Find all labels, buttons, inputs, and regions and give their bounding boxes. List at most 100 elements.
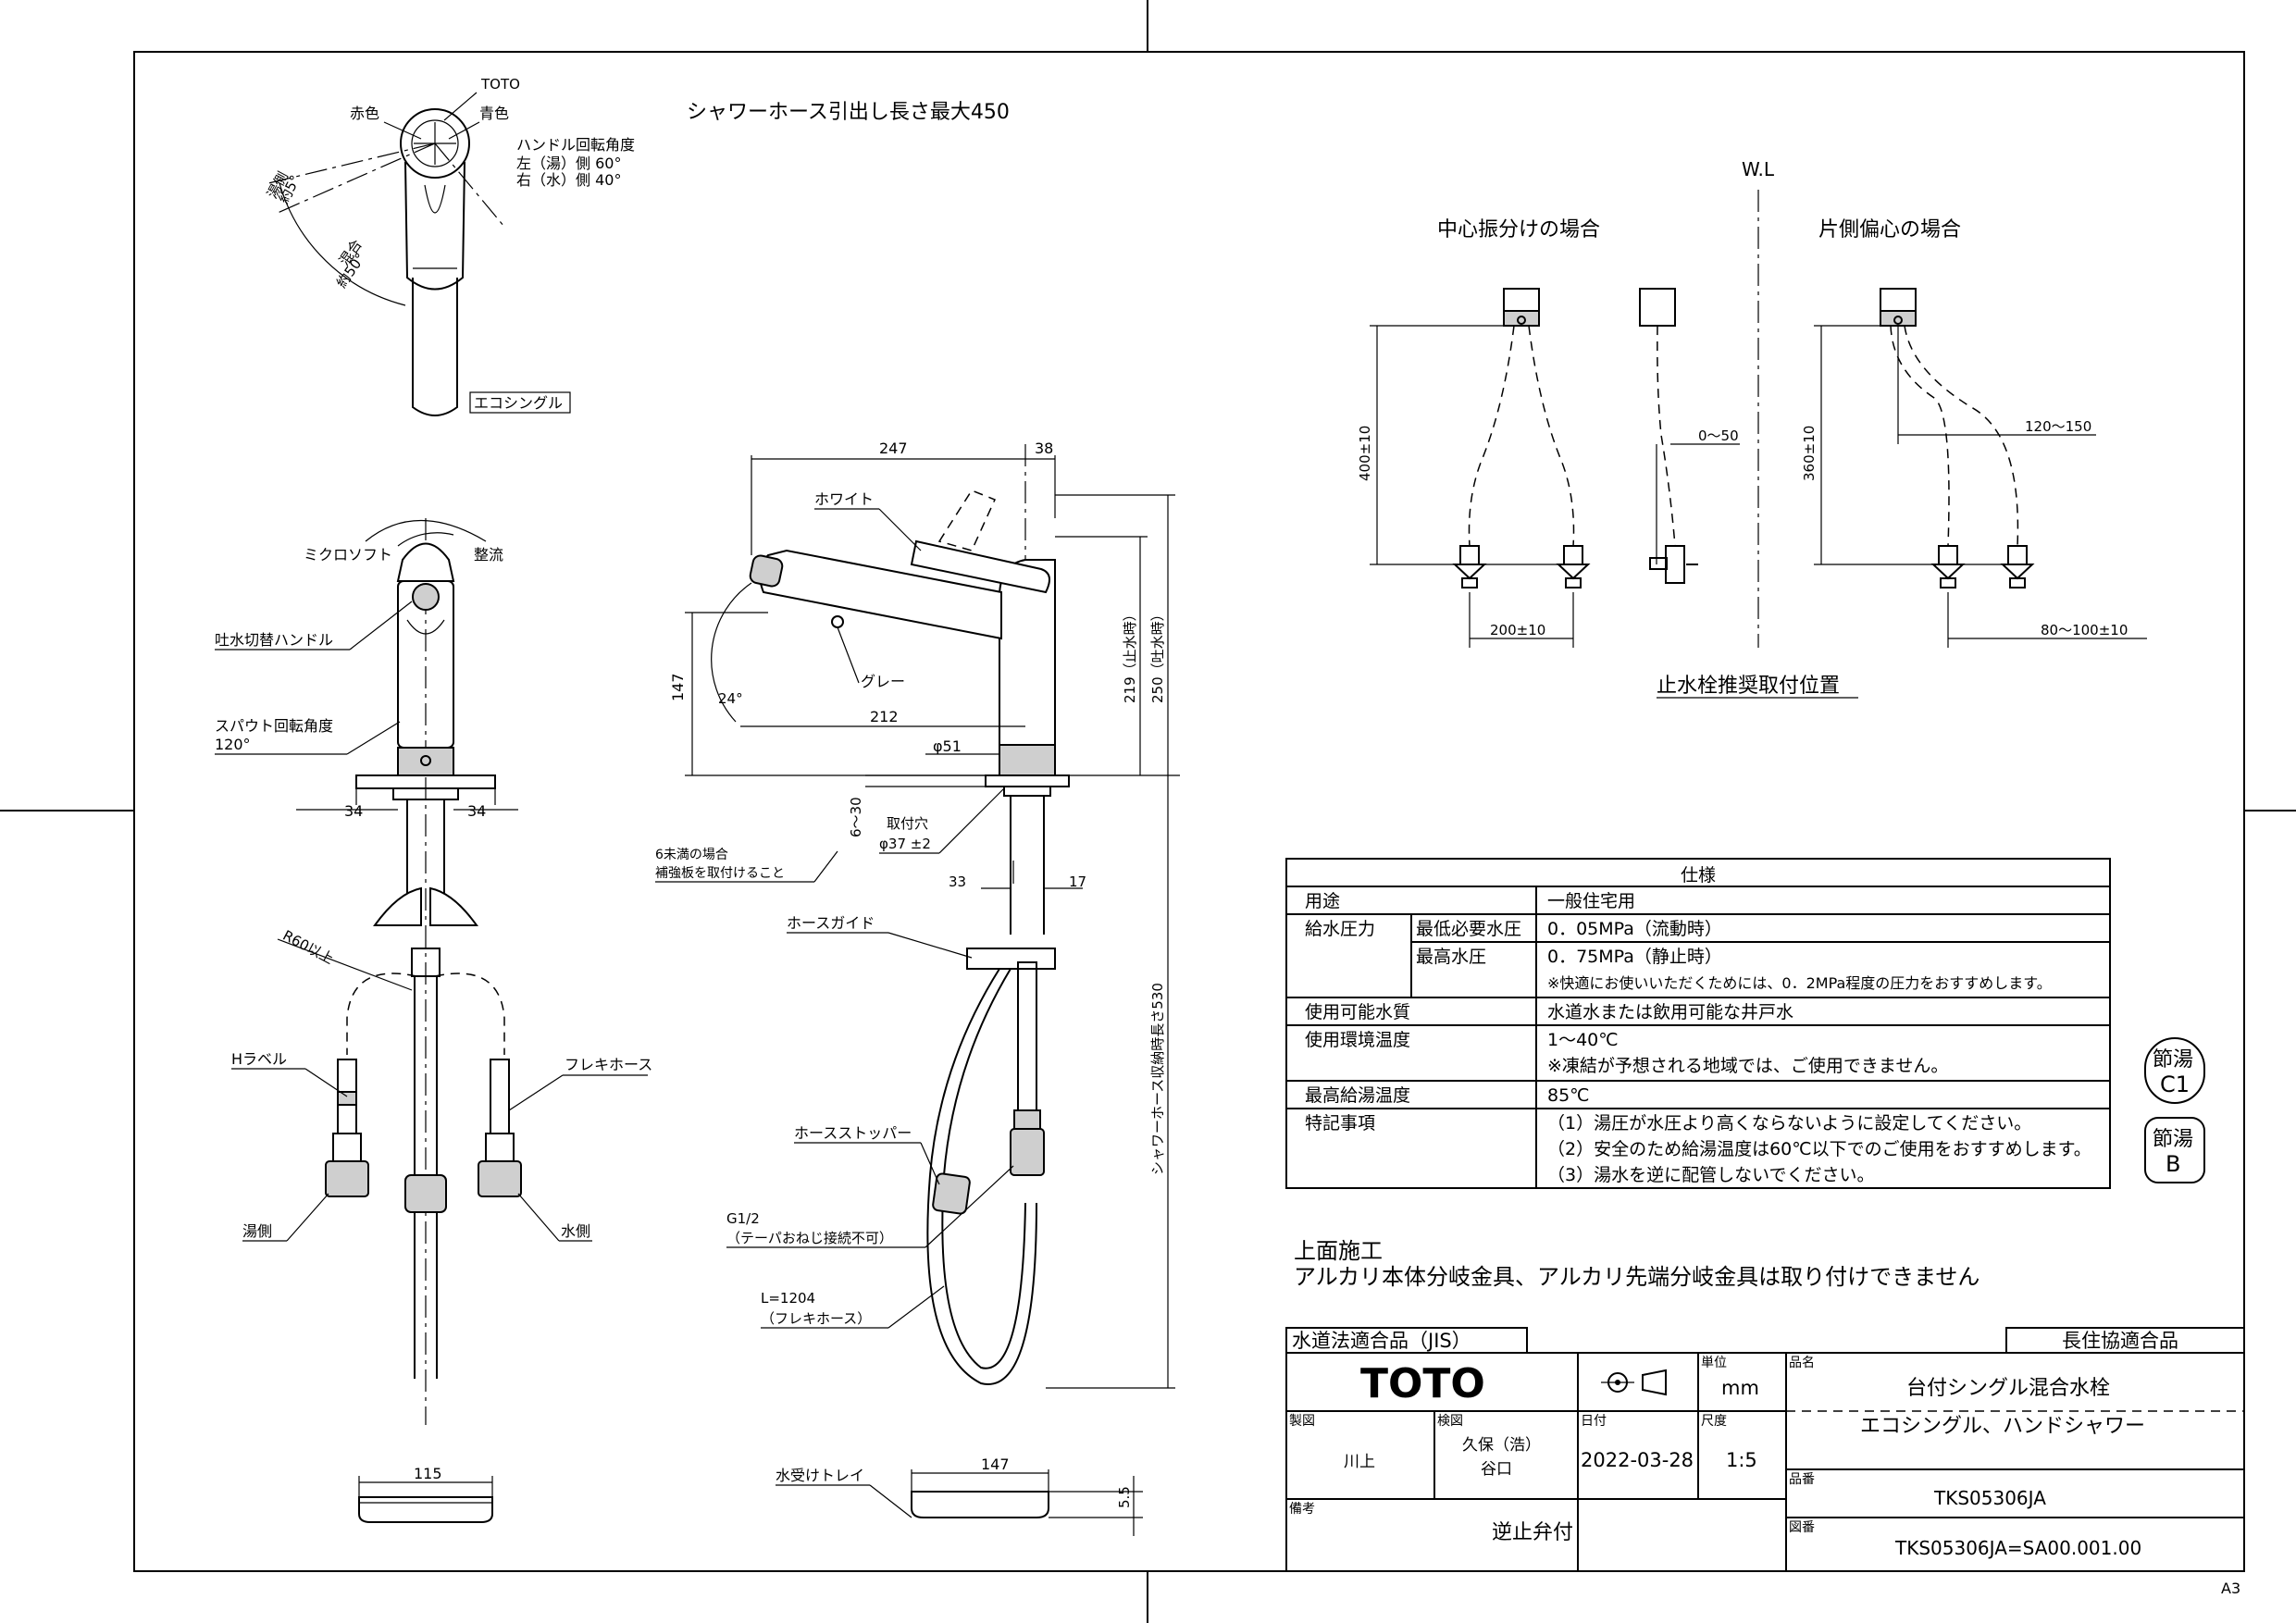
l1204-note: （フレキホース） [761, 1310, 871, 1327]
dim-80-100: 80～100±10 [2041, 622, 2128, 638]
badge-c1-bottom: C1 [2160, 1072, 2190, 1097]
g12-note: （テーパおねじ接続不可） [726, 1230, 893, 1246]
dim-120-150: 120～150 [2025, 418, 2091, 435]
top-view: TOTO 赤色 青色 ハンドル回転角度 左（湯）側 60° 右（水）側 40° … [264, 76, 635, 416]
hot-side-label: 湯側 [242, 1222, 272, 1240]
handle-angle-right: 右（水）側 40° [516, 171, 621, 189]
spout-angle-title: スパウト回転角度 [215, 717, 333, 735]
dim-17: 17 [1069, 873, 1086, 890]
water-side-label: 水側 [561, 1222, 590, 1240]
remarks-label: 備考 [1289, 1502, 1315, 1517]
product-name-1: 台付シングル混合水栓 [1906, 1377, 2110, 1400]
red-label: 赤色 [350, 105, 379, 122]
dim-212: 212 [870, 708, 899, 725]
toto-mark-label: TOTO [480, 76, 520, 93]
h-label: Hラベル [231, 1050, 287, 1068]
spec-row-1-key: 給水圧力 [1305, 919, 1375, 939]
install-note-line2: アルカリ本体分岐金具、アルカリ先端分岐金具は取り付けできません [1294, 1264, 1980, 1290]
date-label: 日付 [1581, 1414, 1607, 1429]
spout-angle-value: 120° [215, 736, 251, 753]
shower-hose-note: シャワーホース引出し長さ最大450 [687, 101, 1010, 124]
drawn-by: 川上 [1344, 1453, 1375, 1471]
drawing-no-label: 図番 [1789, 1520, 1815, 1535]
model-label: エコシングル [474, 394, 563, 412]
scale-label: 尺度 [1701, 1414, 1727, 1429]
spec-row-6-value-1: （2）安全のため給湯温度は60℃以下でのご使用をおすすめします。 [1547, 1139, 2091, 1159]
hose-storage-length: シャワーホース収納時長さ530 [1149, 983, 1166, 1175]
wl-label: W.L [1742, 158, 1775, 180]
spec-row-5-value: 85℃ [1547, 1085, 1590, 1106]
dim-250: 250（吐水時） [1149, 607, 1166, 703]
dim-6-30: 6～30 [848, 797, 864, 837]
mount-hole-dia: φ37 ±2 [879, 836, 931, 852]
dim-34-right: 34 [467, 802, 486, 820]
angle-24: 24° [718, 690, 743, 707]
choju-label: 長住協適合品 [2062, 1330, 2178, 1352]
checked-label: 検図 [1437, 1414, 1463, 1429]
gray-label: グレー [861, 673, 905, 690]
dim-34-left: 34 [344, 802, 363, 820]
l1204-label: L=1204 [761, 1290, 815, 1307]
dia-51: φ51 [933, 737, 962, 755]
part-label: 品番 [1789, 1472, 1815, 1487]
paper-size: A3 [2221, 1580, 2240, 1597]
valve-right [1556, 545, 1591, 588]
drawn-label: 製図 [1289, 1414, 1315, 1429]
dim-200: 200±10 [1490, 622, 1545, 638]
dim-tray-147: 147 [981, 1456, 1010, 1473]
dim-38: 38 [1035, 440, 1053, 457]
spec-row-2-value-1: ※快適にお使いいただくためには、0．2MPa程度の圧力をおすすめします。 [1547, 974, 2052, 992]
dim-147: 147 [669, 673, 687, 701]
spec-row-5-key: 最高給湯温度 [1305, 1085, 1410, 1106]
product-name-2: エコシングル、ハンドシャワー [1860, 1415, 2145, 1438]
valve-position-diagram: W.L 中心振分けの場合 片側偏心の場合 400±10 200±10 [1357, 158, 2147, 699]
title-block: 水道法適合品（JIS） 長住協適合品 TOTO 単位 mm 品名 台付シングル混… [1285, 1327, 2245, 1572]
install-note-line1: 上面施工 [1294, 1238, 1383, 1264]
spec-row-6-value-2: （3）湯水を逆に配管しないでください。 [1547, 1165, 1875, 1185]
part-number: TKS05306JA [1933, 1487, 2046, 1509]
date-value: 2022-03-28 [1581, 1449, 1694, 1471]
spec-row-0-key: 用途 [1305, 891, 1340, 911]
dim-219: 219（止水時） [1122, 607, 1138, 703]
spec-row-6-key: 特記事項 [1305, 1113, 1375, 1134]
toto-logo: TOTO [1360, 1360, 1485, 1407]
spec-row-1-value: 0．05MPa（流動時） [1547, 919, 1722, 939]
valve-one-side-left [1930, 545, 1966, 588]
dim-360: 360±10 [1801, 426, 1818, 481]
spec-row-6-value-0: （1）湯圧が水圧より高くならないように設定してください。 [1547, 1113, 2031, 1134]
badge-b-bottom: B [2166, 1151, 2180, 1177]
spec-row-0-value: 一般住宅用 [1547, 891, 1635, 911]
spec-row-1-subkey: 最低必要水圧 [1416, 919, 1521, 939]
valve-one-side-right [2000, 545, 2035, 588]
hose-guide-label: ホースガイド [787, 914, 875, 932]
flexi-hose-label: フレキホース [565, 1056, 652, 1073]
unit-label: 単位 [1701, 1356, 1727, 1370]
handle-angle-title: ハンドル回転角度 [516, 136, 635, 154]
badge-c1: 節湯 C1 [2144, 1037, 2205, 1104]
mount-hole-label: 取付穴 [887, 815, 928, 832]
badge-b: 節湯 B [2144, 1117, 2205, 1183]
jis-label: 水道法適合品（JIS） [1292, 1330, 1471, 1352]
checked-by-1: 久保（浩） [1462, 1436, 1541, 1455]
spec-row-2-subkey: 最高水圧 [1416, 947, 1486, 967]
dim-247: 247 [879, 440, 908, 457]
remarks-value: 逆止弁付 [1492, 1521, 1573, 1544]
stop-valve-title: 止水栓推奨取付位置 [1657, 675, 1840, 698]
g12-label: G1/2 [726, 1210, 760, 1227]
side-view: シャワーホース引出し長さ最大450 247 38 147 24° 212 φ51… [655, 101, 1180, 1536]
name-label: 品名 [1789, 1356, 1815, 1370]
microsoft-label: ミクロソフト [304, 546, 392, 564]
badge-c1-top: 節湯 [2153, 1048, 2193, 1072]
checked-by-2: 谷口 [1481, 1460, 1512, 1479]
scale-value: 1:5 [1726, 1449, 1757, 1471]
dim-33: 33 [949, 873, 966, 890]
white-label: ホワイト [814, 490, 874, 508]
dim-0-50: 0～50 [1698, 427, 1739, 444]
one-side-title: 片側偏心の場合 [1818, 218, 1961, 242]
spec-row-4-value-1: ※凍結が予想される地域では、ご使用できません。 [1547, 1056, 1948, 1076]
dim-400: 400±10 [1357, 426, 1373, 481]
spec-row-4-value-0: 1～40℃ [1547, 1030, 1619, 1050]
blue-label: 青色 [479, 105, 509, 122]
front-view: 34 34 ミクロソフト 整流 吐水切替ハンドル スパウト回転角度 120° R… [215, 518, 652, 1523]
